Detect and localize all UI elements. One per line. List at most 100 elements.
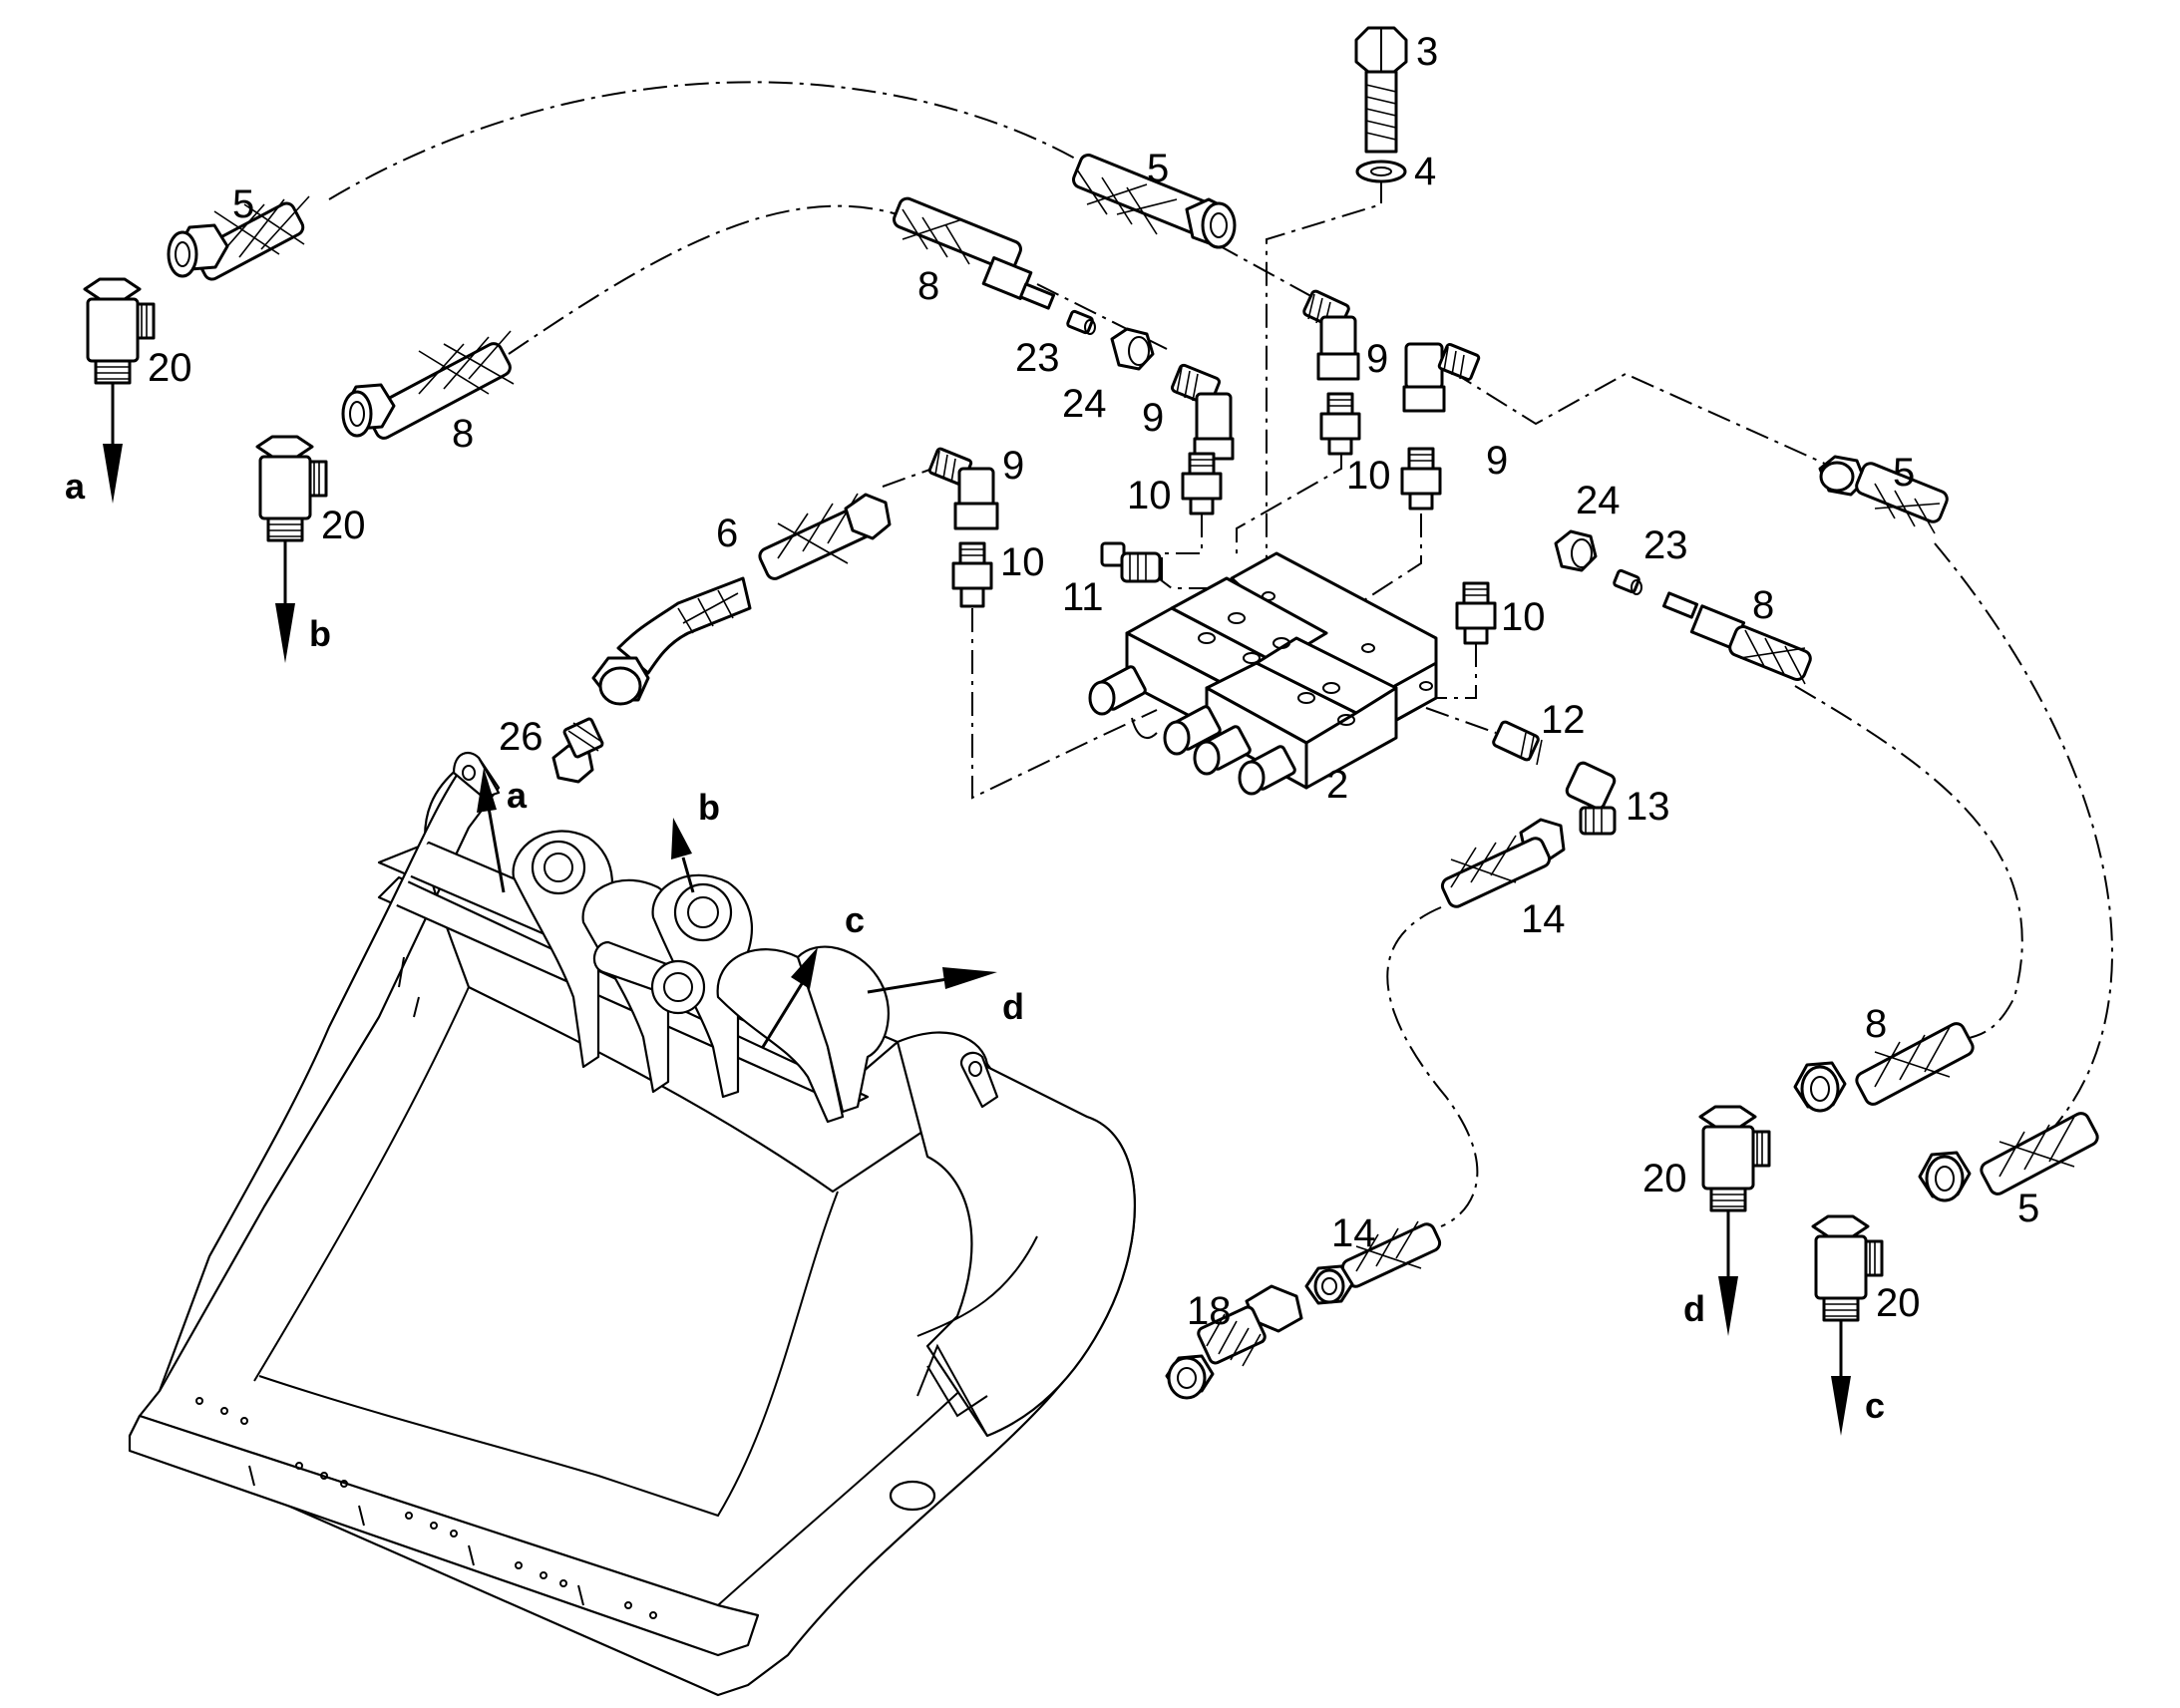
elbow-9-a (1170, 363, 1235, 461)
elbow-9-c (1402, 342, 1481, 413)
bucket-side-hole (889, 1480, 936, 1512)
arrow-d-in (867, 967, 997, 994)
callout-20-b: 20 (321, 504, 366, 547)
callout-4: 4 (1414, 150, 1436, 193)
nipple-10-e (1455, 581, 1497, 645)
callout-14-lower: 14 (1331, 1211, 1376, 1255)
bucket-lug-5 (796, 945, 890, 1114)
elbow-9-d (927, 447, 999, 530)
callout-20-a: 20 (148, 346, 192, 390)
callout-12: 12 (1541, 698, 1586, 742)
line-hose5-right-down (1934, 542, 2113, 1128)
callout-9-c: 9 (1486, 439, 1508, 483)
arrow-a-out (103, 383, 123, 504)
hose-5-right-upper (1818, 455, 1949, 534)
washer-4 (1355, 160, 1407, 183)
callout-24-b: 24 (1576, 479, 1621, 522)
elbow-9-b (1302, 289, 1360, 381)
nut-24-b (1554, 529, 1598, 572)
callout-20-c: 20 (1876, 1281, 1921, 1325)
nipple-10-d (951, 541, 993, 608)
callout-8-right: 8 (1752, 583, 1774, 627)
arrow-a-in (477, 768, 506, 893)
callout-24-a: 24 (1062, 382, 1107, 426)
nipple-10-b (1181, 452, 1223, 515)
nut-23-a (1066, 309, 1096, 335)
coupling-18 (1165, 1284, 1303, 1400)
bucket-right-side (896, 1031, 1136, 1438)
line-nipple10-lower-right (1426, 643, 1477, 699)
hose-5-top-left (167, 195, 310, 281)
elbow-20-b (255, 435, 328, 542)
letter-a-in: a (507, 775, 528, 816)
hose-8-top-middle (893, 196, 1056, 310)
elbow-20-a (83, 277, 156, 385)
callout-23-b: 23 (1643, 523, 1688, 567)
callout-26: 26 (499, 715, 544, 759)
line-elbow9-to-hose5-right (1450, 370, 1826, 465)
letter-c-out: c (1865, 1385, 1885, 1426)
line-bolt-to-block (1266, 179, 1382, 578)
nipple-10-c (1400, 447, 1442, 511)
bucket-side-left (158, 757, 470, 1392)
letter-d-in: d (1002, 986, 1024, 1027)
line-hose8-right-down (1794, 685, 2023, 1043)
hose-5-top-middle (1072, 154, 1237, 249)
nut-23-b (1613, 568, 1642, 595)
elbow-13 (1565, 761, 1617, 836)
letter-c-in: c (845, 899, 865, 940)
letter-b-in: b (698, 787, 720, 828)
callout-13: 13 (1626, 785, 1670, 829)
callout-9-b: 9 (1366, 337, 1388, 381)
callout-3: 3 (1416, 30, 1438, 74)
callout-8-lower-right: 8 (1865, 1002, 1887, 1046)
line-hose14-down (1386, 906, 1479, 1227)
hose-6 (591, 493, 892, 706)
arrow-d-out (1718, 1210, 1738, 1336)
arrow-c-in (761, 947, 818, 1048)
arrow-c-out (1831, 1320, 1851, 1436)
callout-10-b: 10 (1127, 474, 1172, 517)
callout-9-a: 9 (1142, 396, 1164, 440)
callout-6: 6 (716, 512, 738, 555)
callout-10-a: 10 (1346, 454, 1391, 498)
line-nipple10-mid (1161, 513, 1203, 588)
nipple-26 (551, 717, 604, 784)
hose-14-upper (1440, 818, 1566, 908)
hose-14-lower (1304, 1220, 1442, 1305)
nipple-10-a (1319, 392, 1361, 456)
bucket-cutting-edge (128, 1414, 760, 1657)
hose-8-left (341, 330, 515, 440)
letter-d-out: d (1683, 1288, 1705, 1329)
callout-5-lower-right: 5 (2017, 1187, 2039, 1230)
line-hose8-top (508, 204, 899, 355)
callout-labels: 3 4 5 5 5 5 20 20 20 20 8 8 8 8 23 24 9 … (148, 30, 2039, 1333)
arrow-b-in (671, 818, 695, 893)
line-nipple10-left-down (971, 608, 1158, 800)
nut-24-a (1110, 327, 1155, 371)
callout-5-right: 5 (1893, 451, 1915, 495)
line-block-to-12 (1425, 707, 1497, 734)
line-nipple10-center (1236, 454, 1342, 558)
hose-8-lower-right (1793, 1022, 1975, 1113)
bucket-inner-curve (253, 986, 839, 1518)
line-hose5-top (328, 81, 1078, 200)
hose-8-right (1661, 591, 1812, 685)
elbow-20-d (1698, 1105, 1771, 1212)
elbow-20-c (1811, 1214, 1884, 1322)
callout-8-left: 8 (452, 412, 474, 456)
arrow-b-out (275, 540, 295, 663)
letter-a-out: a (65, 466, 86, 507)
callout-5-top-left: 5 (232, 182, 254, 226)
callout-8-top: 8 (917, 264, 939, 308)
callout-2: 2 (1326, 763, 1348, 807)
bolt-3 (1354, 26, 1408, 154)
callout-18: 18 (1187, 1289, 1232, 1333)
callout-23-a: 23 (1015, 336, 1060, 380)
distributor-plungers (1088, 665, 1296, 796)
callout-10-d: 10 (1000, 540, 1045, 584)
callout-5-top-middle: 5 (1147, 147, 1169, 190)
fitting-12 (1492, 720, 1543, 766)
callout-9-d: 9 (1002, 444, 1024, 488)
